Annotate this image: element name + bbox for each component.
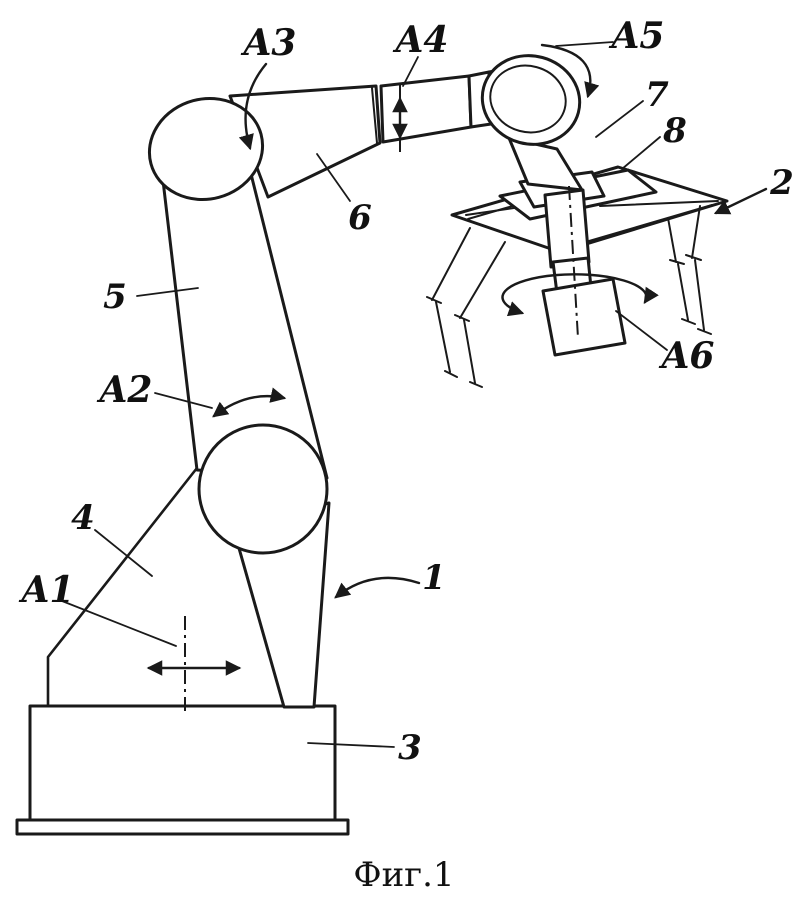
part-label-3: 3 — [398, 728, 422, 768]
elbow-joint-a2 — [197, 423, 329, 555]
axis-label-a2: A2 — [97, 369, 153, 411]
part5-leader — [136, 287, 199, 297]
frame-leg-right-rear — [667, 217, 696, 325]
part1-arrow — [334, 576, 421, 599]
part3-leader — [307, 742, 395, 748]
frame-inner-rail — [571, 204, 713, 247]
frame-strut — [599, 200, 719, 207]
frame-leg-right-front — [685, 205, 712, 335]
frame-leg-left-rear — [454, 241, 506, 388]
part2-arrow — [713, 187, 768, 215]
link-4-edge — [46, 466, 199, 708]
tool-column-upper — [543, 188, 591, 269]
axis-label-a5: A5 — [609, 15, 665, 57]
base-pedestal — [28, 704, 337, 822]
a2-leader-line — [154, 392, 213, 409]
part6-leader — [316, 153, 351, 202]
a6-rotation-arrow — [501, 273, 659, 317]
a5-leader-line — [555, 41, 614, 47]
a1-leader-line — [61, 600, 177, 647]
figure-caption: Фиг.1 — [353, 855, 454, 895]
a3-rotation-arrow — [238, 62, 268, 151]
part-label-6: 6 — [348, 198, 372, 238]
a4-leader-line — [402, 56, 419, 87]
part-label-4: 4 — [71, 498, 95, 538]
shoulder-joint-a3 — [147, 97, 265, 201]
part-label-5: 5 — [103, 277, 127, 317]
part7-leader — [595, 100, 644, 138]
base-plate — [15, 818, 350, 836]
part-label-8: 8 — [662, 111, 687, 151]
axis-label-a3: A3 — [241, 22, 297, 64]
axis-label-a6: A6 — [659, 335, 715, 377]
frame-leg-left-front — [426, 227, 471, 378]
axis-label-a1: A1 — [19, 569, 75, 611]
part4-leader — [94, 529, 153, 577]
a6-leader-line — [615, 310, 668, 351]
part-label-1: 1 — [422, 558, 446, 598]
robot-base — [15, 704, 350, 836]
a2-rotation-arrow — [212, 387, 287, 418]
wrist-link — [379, 74, 473, 144]
roll-cylinder-rim — [489, 64, 567, 134]
tool-block — [541, 277, 627, 357]
axis-label-a4: A4 — [393, 19, 449, 61]
part8-leader — [621, 136, 661, 170]
part-label-7: 7 — [645, 75, 669, 115]
part-label-2: 2 — [769, 163, 794, 203]
a5-rotation-arrow — [540, 43, 600, 99]
wrist-seam — [371, 87, 378, 144]
